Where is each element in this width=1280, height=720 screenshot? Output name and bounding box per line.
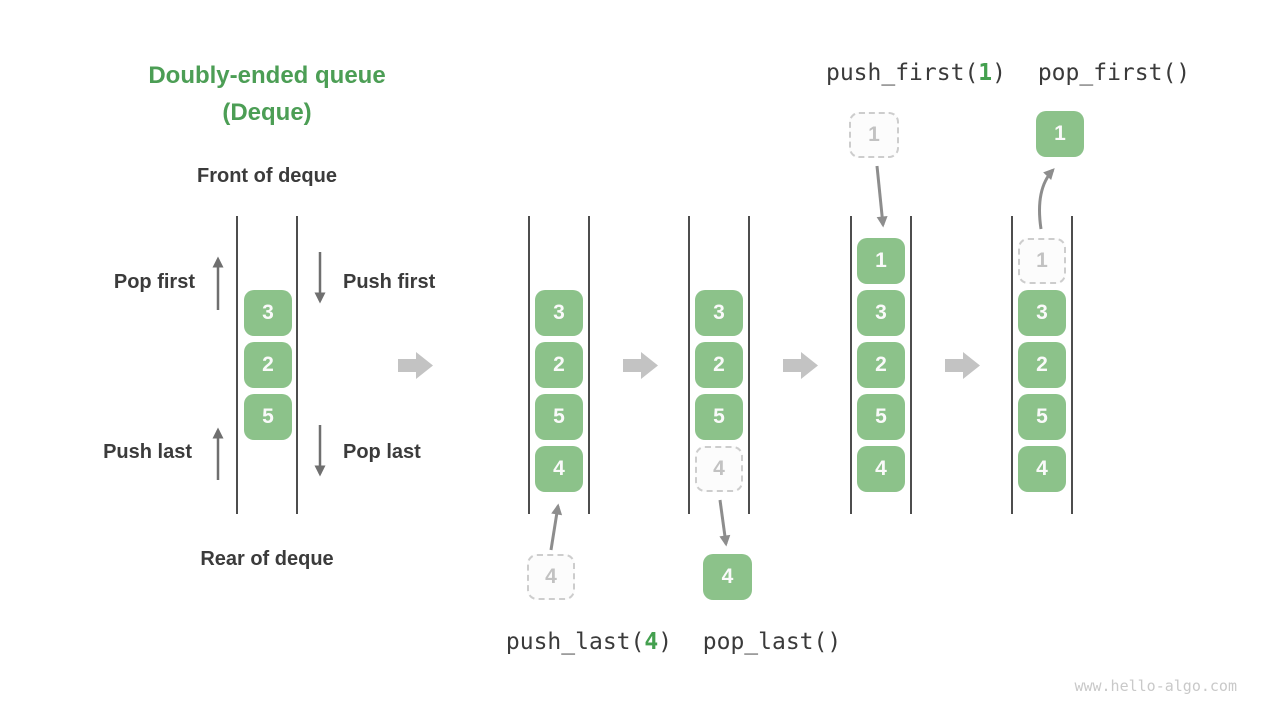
queue-cell: 4 bbox=[857, 446, 905, 492]
queue-cell: 5 bbox=[857, 394, 905, 440]
push-first-label: Push first bbox=[343, 271, 436, 293]
queue-cell: 5 bbox=[244, 394, 292, 440]
queue-cell: 3 bbox=[1018, 290, 1066, 336]
queue-cell: 4 bbox=[535, 446, 583, 492]
queue-cell: 3 bbox=[857, 290, 905, 336]
queue-cell: 2 bbox=[857, 342, 905, 388]
queue-cell: 5 bbox=[1018, 394, 1066, 440]
queue-cell: 2 bbox=[1018, 342, 1066, 388]
code-arg: 4 bbox=[644, 629, 659, 655]
queue-cell: 2 bbox=[244, 342, 292, 388]
pop-last-code-label: pop_last() bbox=[702, 629, 842, 655]
rear-of-deque-label: Rear of deque bbox=[200, 548, 334, 570]
queue-cell: 5 bbox=[535, 394, 583, 440]
site-watermark: www.hello-algo.com bbox=[1074, 677, 1237, 695]
removed-slot-cell: 1 bbox=[1018, 238, 1066, 284]
deque-walls-state3 bbox=[850, 216, 912, 514]
popped-value-box: 4 bbox=[703, 554, 752, 600]
deque-walls-state2 bbox=[688, 216, 750, 514]
transition-arrow-icon bbox=[398, 352, 433, 379]
deque-walls-state4 bbox=[1011, 216, 1073, 514]
queue-cell: 4 bbox=[1018, 446, 1066, 492]
queue-cell: 3 bbox=[535, 290, 583, 336]
code-prefix: push_last( bbox=[505, 629, 645, 655]
incoming-value-box: 4 bbox=[527, 554, 575, 600]
deque-walls-state1 bbox=[528, 216, 590, 514]
code-arg: 1 bbox=[978, 60, 993, 86]
deque-walls-main bbox=[236, 216, 298, 514]
transition-arrow-icon bbox=[945, 352, 980, 379]
queue-cell: 2 bbox=[695, 342, 743, 388]
popped-value-box: 1 bbox=[1036, 111, 1084, 157]
pop-first-code-label: pop_first() bbox=[1037, 60, 1191, 86]
pop-last-label: Pop last bbox=[343, 441, 421, 463]
removed-slot-cell: 4 bbox=[695, 446, 743, 492]
push-first-code-label: push_first(1) bbox=[816, 60, 1016, 86]
front-of-deque-label: Front of deque bbox=[197, 165, 337, 187]
queue-cell: 3 bbox=[695, 290, 743, 336]
code-suffix: ) bbox=[658, 629, 673, 655]
code-prefix: push_first( bbox=[825, 60, 979, 86]
transition-arrow-icon bbox=[783, 352, 818, 379]
push-last-code-label: push_last(4) bbox=[489, 629, 689, 655]
transition-arrow-icon bbox=[623, 352, 658, 379]
pop-first-label: Pop first bbox=[113, 271, 195, 293]
queue-cell: 5 bbox=[695, 394, 743, 440]
queue-cell: 2 bbox=[535, 342, 583, 388]
queue-cell: 1 bbox=[857, 238, 905, 284]
page-title: Doubly-ended queue (Deque) bbox=[97, 57, 437, 131]
title-line2: (Deque) bbox=[222, 99, 312, 126]
incoming-value-box: 1 bbox=[849, 112, 899, 158]
push-last-label: Push last bbox=[103, 441, 192, 463]
queue-cell: 3 bbox=[244, 290, 292, 336]
title-line1: Doubly-ended queue bbox=[148, 62, 386, 89]
code-suffix: ) bbox=[992, 60, 1007, 86]
